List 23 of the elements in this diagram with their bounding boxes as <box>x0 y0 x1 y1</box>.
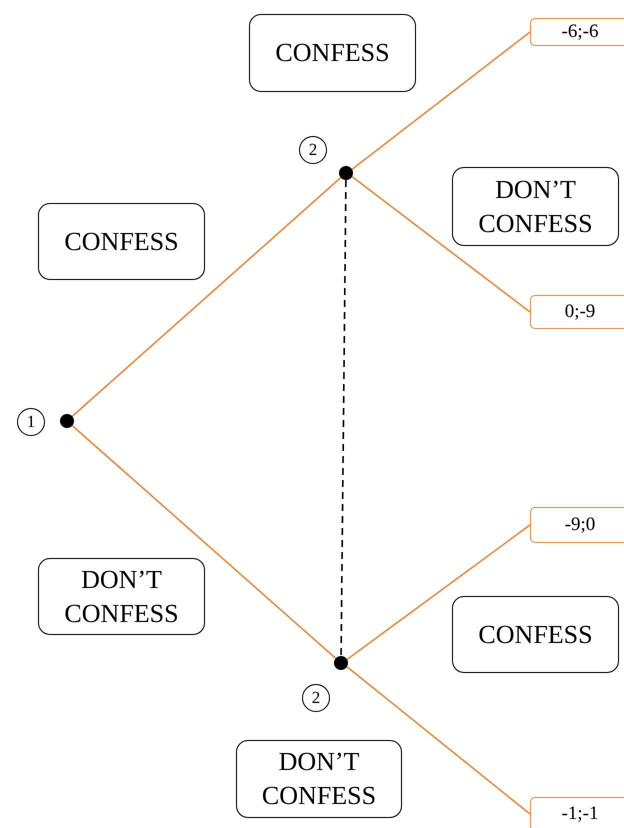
branch-line <box>352 31 530 170</box>
decision-node-dot <box>60 414 74 428</box>
player-number-circle: 2 <box>302 684 330 712</box>
decision-node-dot <box>334 656 348 670</box>
player-number-circle: 2 <box>299 136 327 164</box>
payoff-box: -6;-6 <box>530 18 624 46</box>
payoff-box: -9;0 <box>530 507 624 543</box>
action-label-box: CONFESS <box>452 596 619 673</box>
action-label-box: DON’T CONFESS <box>452 167 619 246</box>
decision-node-dot <box>339 166 353 180</box>
branch-line <box>346 666 530 815</box>
action-label-box: DON’T CONFESS <box>236 740 402 818</box>
payoff-box: -1;-1 <box>530 797 624 828</box>
action-label-box: CONFESS <box>38 203 205 280</box>
branch-line <box>346 524 530 660</box>
action-label-box: DON’T CONFESS <box>38 558 205 635</box>
player-number-circle: 1 <box>17 408 45 436</box>
dashed-line <box>340 180 347 656</box>
branch-line <box>352 176 530 313</box>
payoff-box: 0;-9 <box>530 295 624 329</box>
branch-line <box>72 177 342 417</box>
action-label-box: CONFESS <box>249 14 416 92</box>
branch-line <box>72 425 336 659</box>
